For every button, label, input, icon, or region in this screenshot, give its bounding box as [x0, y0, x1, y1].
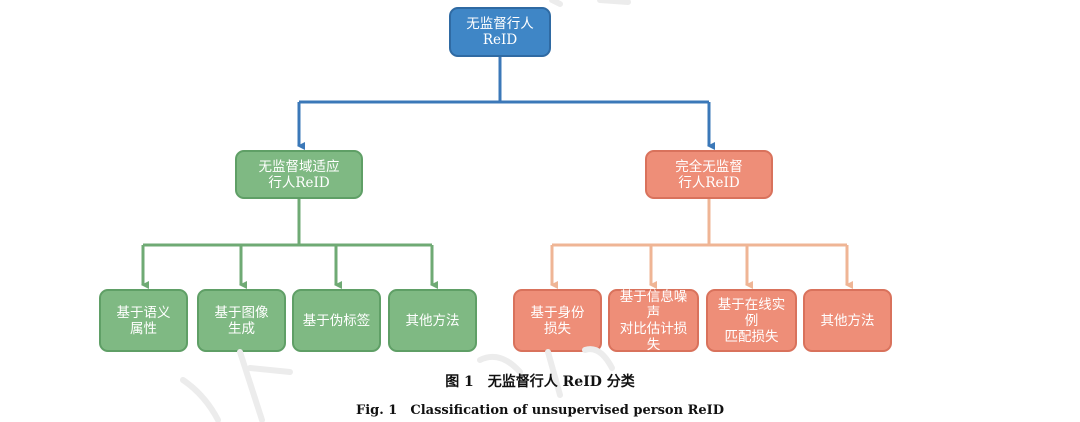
- fully-unsupervised-node: 完全无监督 行人ReID: [645, 150, 773, 199]
- domain-adaptation-node: 无监督域适应 行人ReID: [235, 150, 363, 199]
- root-connector: [297, 56, 715, 150]
- method-label-line2: 损失: [544, 320, 571, 337]
- method-label-line2: 属性: [130, 320, 157, 337]
- fully-unsupervised-label-line1: 完全无监督: [675, 158, 743, 175]
- method-label-line1: 基于在线实例: [717, 296, 786, 329]
- method-label-line1: 基于信息噪声: [619, 288, 688, 321]
- method-label-line1: 基于图像: [214, 304, 269, 321]
- domain-adaptation-label-line1: 无监督域适应: [258, 158, 340, 175]
- method-label-line1: 其他方法: [820, 312, 875, 329]
- method-pseudo-label-node: 基于伪标签: [292, 289, 381, 352]
- method-label-line1: 基于伪标签: [302, 312, 371, 329]
- method-infonce-loss-node: 基于信息噪声 对比估计损失: [608, 288, 699, 353]
- root-label-line1: 无监督行人: [466, 16, 534, 32]
- method-label-line1: 基于语义: [116, 304, 171, 321]
- method-other-fu-node: 其他方法: [803, 289, 892, 352]
- method-image-generation-node: 基于图像 生成: [197, 289, 286, 352]
- fully-unsupervised-label-line2: 行人ReID: [678, 174, 740, 191]
- domain-adaptation-connector: [141, 198, 438, 289]
- method-label-line1: 基于身份: [530, 304, 585, 321]
- root-label-line2: ReID: [482, 32, 518, 48]
- method-semantic-attribute-node: 基于语义 属性: [99, 289, 188, 352]
- method-label-line2: 对比估计损失: [619, 320, 688, 353]
- figure-caption-english: Fig. 1 Classification of unsupervised pe…: [356, 403, 724, 418]
- fully-unsupervised-connector: [550, 198, 853, 289]
- figure-caption-chinese: 图 1 无监督行人 ReID 分类: [445, 374, 635, 390]
- method-other-da-node: 其他方法: [388, 289, 477, 352]
- root-node: 无监督行人 ReID: [449, 7, 551, 57]
- method-identity-loss-node: 基于身份 损失: [513, 289, 602, 352]
- method-online-instance-matching-node: 基于在线实例 匹配损失: [706, 289, 797, 352]
- method-label-line2: 匹配损失: [724, 328, 779, 345]
- method-label-line1: 其他方法: [405, 312, 460, 329]
- method-label-line2: 生成: [228, 320, 255, 337]
- domain-adaptation-label-line2: 行人ReID: [268, 174, 330, 191]
